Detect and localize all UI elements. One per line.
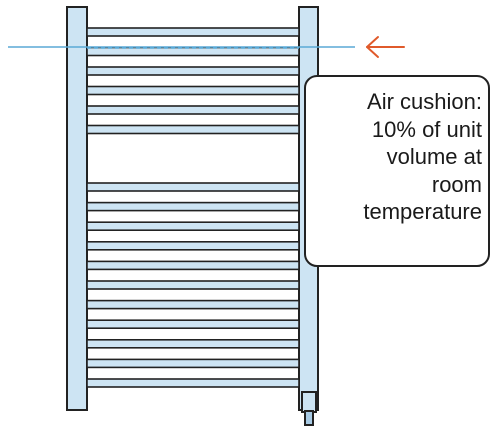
callout-box: [304, 75, 490, 267]
rail: [86, 319, 300, 330]
callout-text: Air cushion: 10% of unit volume at room …: [306, 88, 482, 226]
rail: [86, 105, 300, 115]
rail: [86, 124, 300, 135]
rail: [86, 241, 300, 251]
callout-line: room: [431, 171, 482, 197]
rail: [86, 201, 300, 212]
rail: [86, 358, 300, 369]
valve-icon: [301, 391, 317, 426]
rail: [86, 280, 300, 290]
callout-line: 10% of unit: [371, 116, 482, 142]
rail: [86, 338, 300, 349]
rail: [86, 299, 300, 310]
rail: [86, 221, 300, 231]
rail: [86, 378, 300, 388]
rail: [86, 66, 300, 76]
rail: [86, 260, 300, 271]
left-column: [66, 6, 88, 411]
callout-line: Air cushion:: [367, 89, 482, 114]
rails: [86, 27, 300, 388]
rail: [86, 182, 300, 192]
rail: [86, 27, 300, 37]
callout-line: temperature: [363, 199, 482, 224]
callout-line: volume at: [386, 144, 482, 169]
arrow-left-icon: [366, 36, 405, 58]
rail: [86, 85, 300, 96]
